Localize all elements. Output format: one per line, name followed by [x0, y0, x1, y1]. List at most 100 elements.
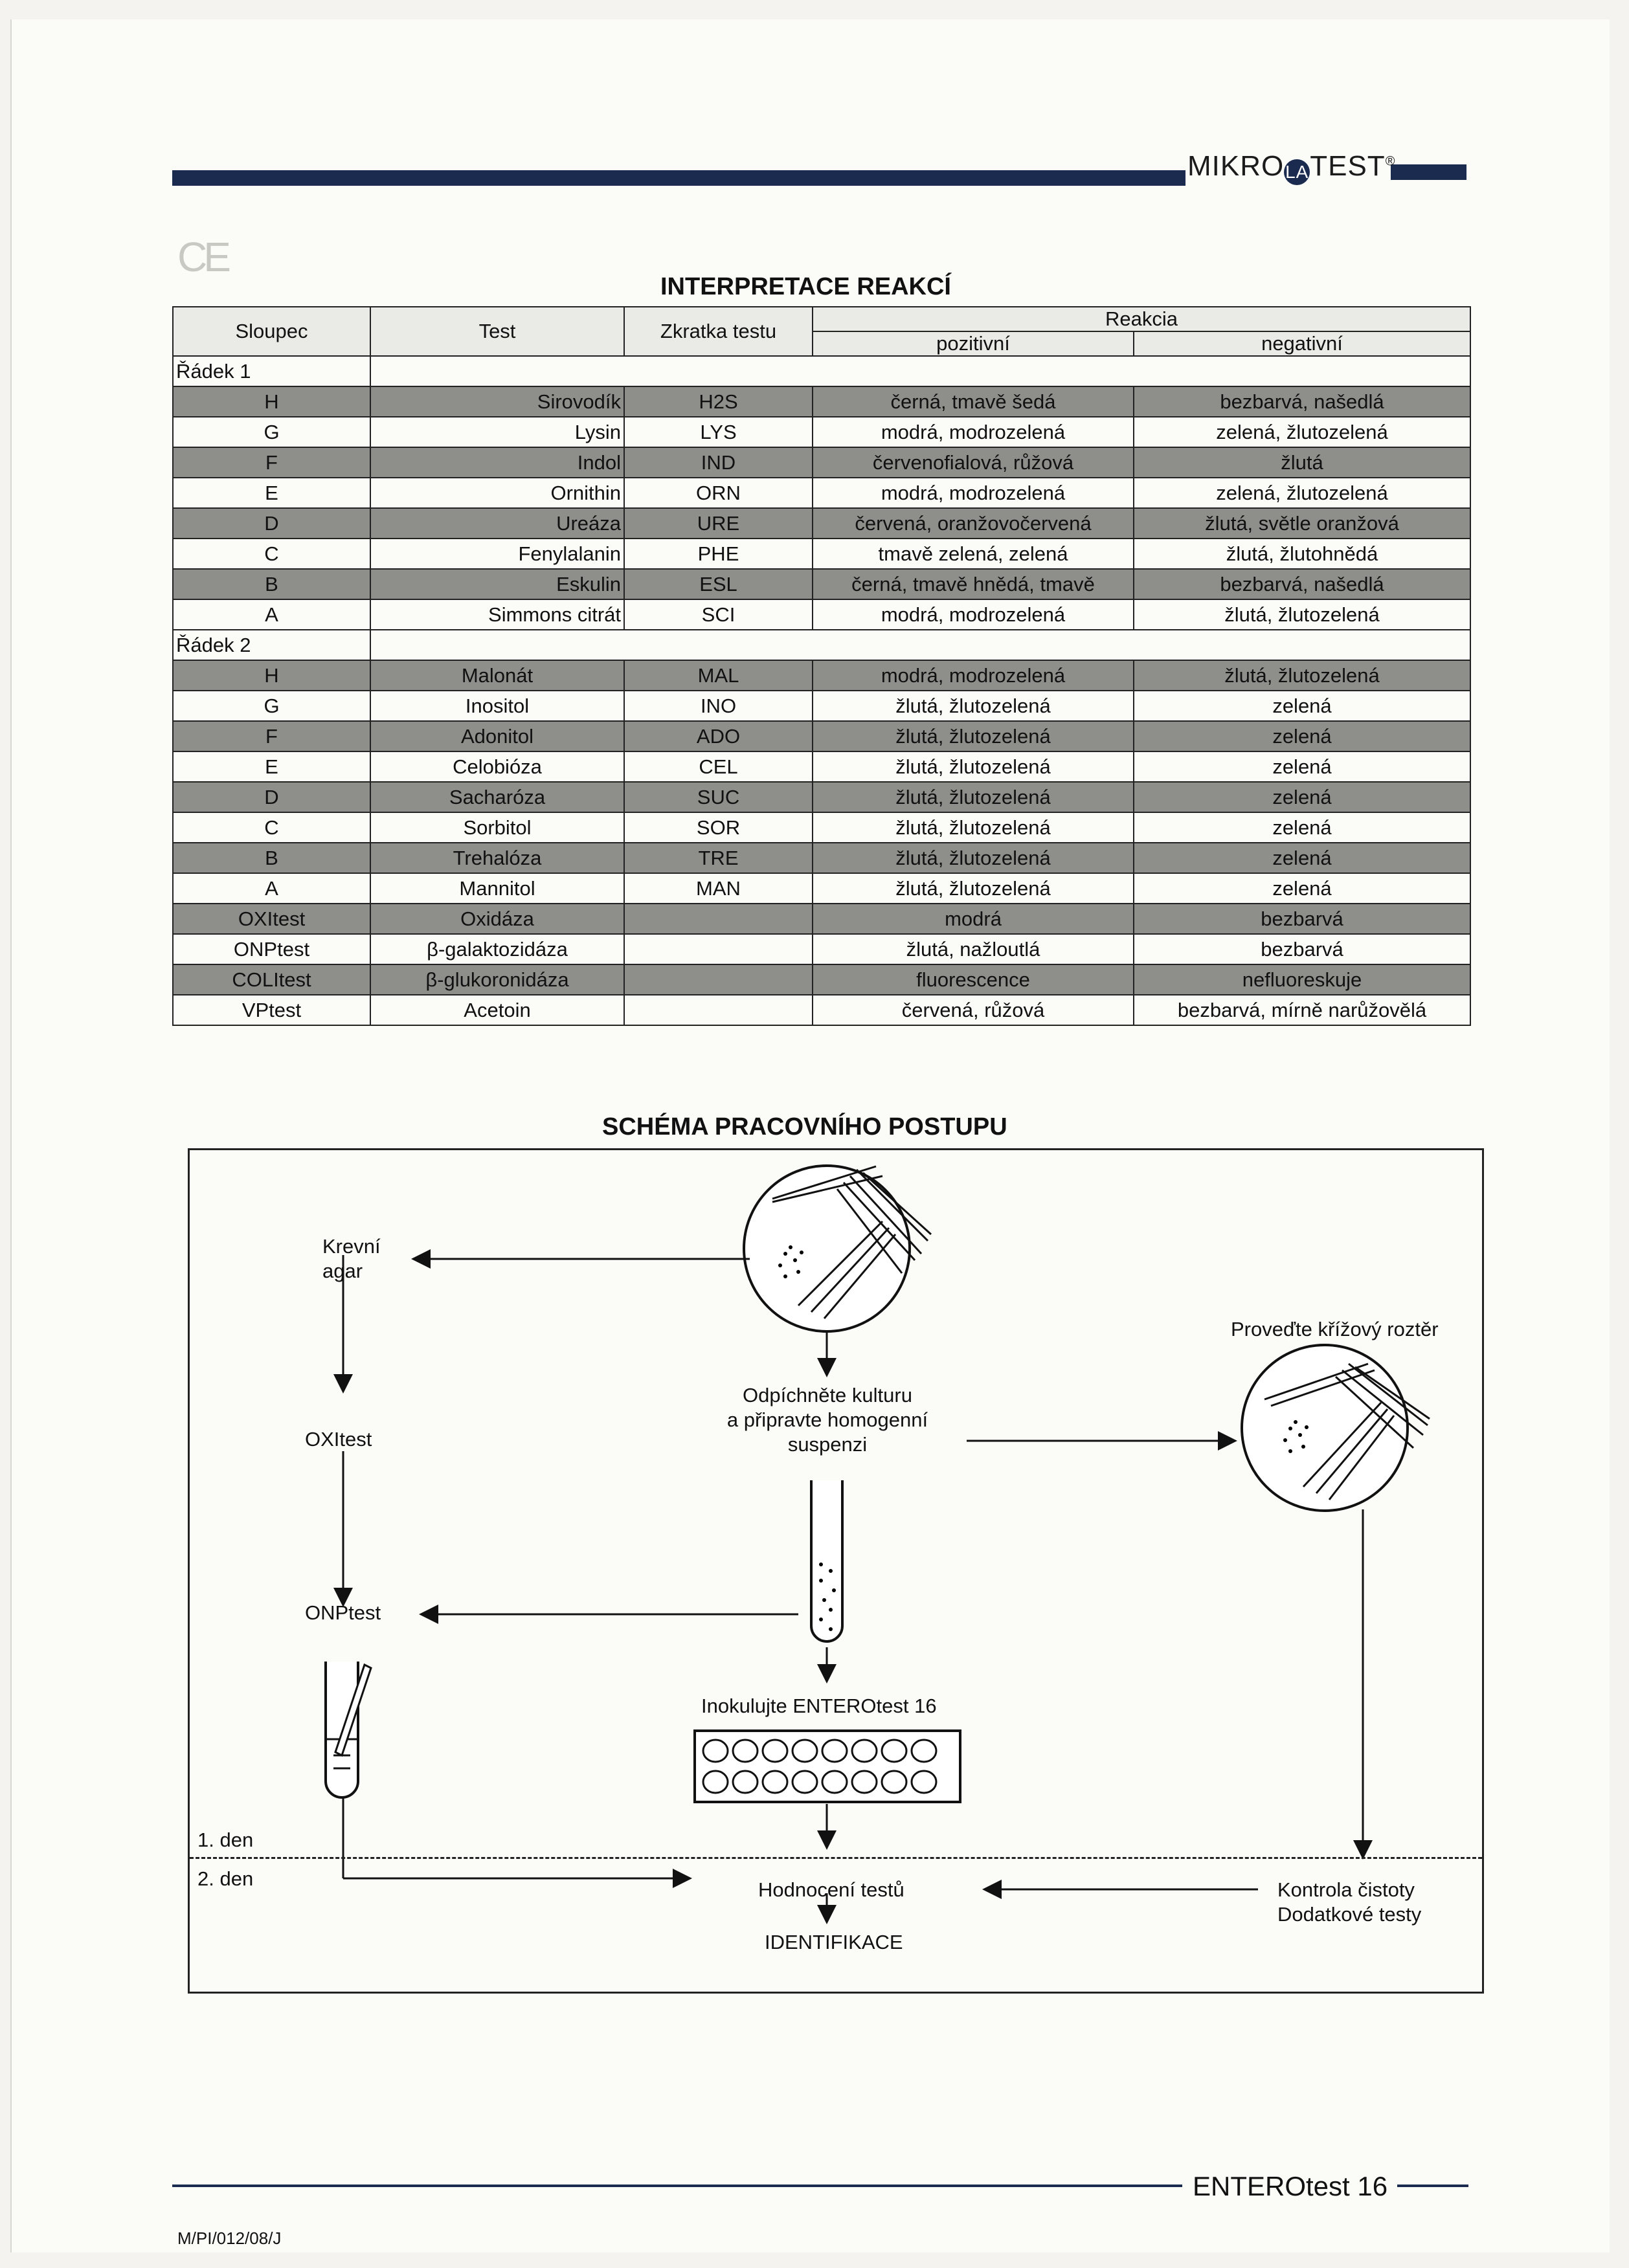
- cell-test: Ureáza: [370, 507, 625, 539]
- cell-positive: fluorescence: [812, 964, 1134, 995]
- workflow-diagram-svg: [324, 1164, 1430, 1924]
- footer-doc-code: M/PI/012/08/J: [177, 2229, 282, 2248]
- cell-sloupec: H: [172, 660, 371, 691]
- cell-code: [624, 903, 813, 935]
- den2-label: 2. den: [197, 1867, 254, 1890]
- cell-sloupec: F: [172, 447, 371, 478]
- strip-well: [851, 1770, 878, 1794]
- cell-code: ESL: [624, 568, 813, 600]
- cell-negative: žlutá: [1133, 447, 1471, 478]
- cell-positive: žlutá, žlutozelená: [812, 720, 1134, 752]
- logo-mark-icon: LA: [1284, 159, 1310, 185]
- identifikace-label: IDENTIFIKACE: [765, 1931, 903, 1953]
- cell-positive: žlutá, žlutozelená: [812, 812, 1134, 843]
- cell-code: URE: [624, 507, 813, 539]
- footer-rule: [172, 2185, 1182, 2187]
- cell-negative: zelená: [1133, 751, 1471, 783]
- cell-negative: zelená: [1133, 720, 1471, 752]
- onp-tube-icon: [324, 1662, 372, 1799]
- cell-code: ADO: [624, 720, 813, 752]
- cell-positive: žlutá, žlutozelená: [812, 751, 1134, 783]
- cell-positive: žlutá, žlutozelená: [812, 842, 1134, 874]
- cell-code: [624, 994, 813, 1026]
- strip-well: [910, 1770, 938, 1794]
- cell-positive: černá, tmavě hnědá, tmavě: [812, 568, 1134, 600]
- cell-positive: modrá, modrozelená: [812, 660, 1134, 691]
- cell-code: TRE: [624, 842, 813, 874]
- cell-sloupec: F: [172, 720, 371, 752]
- interpretation-table: Sloupec Test Zkratka testu Reakcia pozit…: [172, 306, 1471, 1026]
- cell-sloupec: ONPtest: [172, 933, 371, 965]
- col-header-zkratka: Zkratka testu: [624, 306, 813, 357]
- cell-test: Indol: [370, 447, 625, 478]
- strip-well: [702, 1739, 729, 1763]
- cell-test: Acetoin: [370, 994, 625, 1026]
- strip-well: [732, 1770, 759, 1794]
- cell-test: β-galaktozidáza: [370, 933, 625, 965]
- cell-sloupec: E: [172, 751, 371, 783]
- col-header-sloupec: Sloupec: [172, 306, 371, 357]
- cell-sloupec: D: [172, 507, 371, 539]
- cell-code: [624, 964, 813, 995]
- cell-test: Mannitol: [370, 873, 625, 904]
- cell-code: INO: [624, 690, 813, 722]
- cell-code: SOR: [624, 812, 813, 843]
- row-group-label: Řádek 2: [172, 629, 371, 661]
- cell-sloupec: VPtest: [172, 994, 371, 1026]
- cell-test: Sorbitol: [370, 812, 625, 843]
- petri-dish-top-icon: [743, 1164, 932, 1333]
- cell-negative: žlutá, světle oranžová: [1133, 507, 1471, 539]
- cell-sloupec: B: [172, 568, 371, 600]
- strip-well: [821, 1739, 848, 1763]
- cell-test: Adonitol: [370, 720, 625, 752]
- col-header-reakcia: Reakcia: [812, 306, 1471, 332]
- header-bar: [172, 170, 1185, 186]
- cell-sloupec: D: [172, 781, 371, 813]
- cell-code: LYS: [624, 416, 813, 448]
- cell-positive: modrá: [812, 903, 1134, 935]
- strip-well: [821, 1770, 848, 1794]
- interpretation-title: INTERPRETACE REAKCÍ: [660, 273, 951, 300]
- inokulujte-label: Inokulujte ENTEROtest 16: [701, 1695, 937, 1717]
- krizovy-label: Proveďte křížový roztěr: [1231, 1318, 1439, 1340]
- cell-negative: zelená: [1133, 781, 1471, 813]
- cell-negative: žlutá, žlutozelená: [1133, 599, 1471, 630]
- cell-sloupec: C: [172, 538, 371, 570]
- cell-sloupec: OXItest: [172, 903, 371, 935]
- hodnoceni-label: Hodnocení testů: [758, 1878, 904, 1901]
- cell-test: Simmons citrát: [370, 599, 625, 630]
- cell-code: H2S: [624, 386, 813, 417]
- cell-positive: modrá, modrozelená: [812, 477, 1134, 509]
- petri-dish-right-icon: [1241, 1344, 1430, 1512]
- cell-sloupec: A: [172, 599, 371, 630]
- cell-negative: nefluoreskuje: [1133, 964, 1471, 995]
- document-page: MIKROLATEST® CE INTERPRETACE REAKCÍ Slou…: [10, 19, 1610, 2252]
- cell-test: Ornithin: [370, 477, 625, 509]
- cell-test: Trehalóza: [370, 842, 625, 874]
- schema-title: SCHÉMA PRACOVNÍHO POSTUPU: [602, 1113, 1007, 1140]
- table-row: Řádek 2: [172, 629, 1471, 661]
- test-tube-icon: [810, 1480, 844, 1643]
- cell-negative: bezbarvá: [1133, 933, 1471, 965]
- cell-positive: černá, tmavě šedá: [812, 386, 1134, 417]
- cell-positive: tmavě zelená, zelená: [812, 538, 1134, 570]
- cell-test: Inositol: [370, 690, 625, 722]
- cell-code: SCI: [624, 599, 813, 630]
- cell-sloupec: C: [172, 812, 371, 843]
- ce-mark-icon: CE: [177, 234, 231, 280]
- cell-negative: zelená: [1133, 873, 1471, 904]
- cell-negative: bezbarvá, našedlá: [1133, 386, 1471, 417]
